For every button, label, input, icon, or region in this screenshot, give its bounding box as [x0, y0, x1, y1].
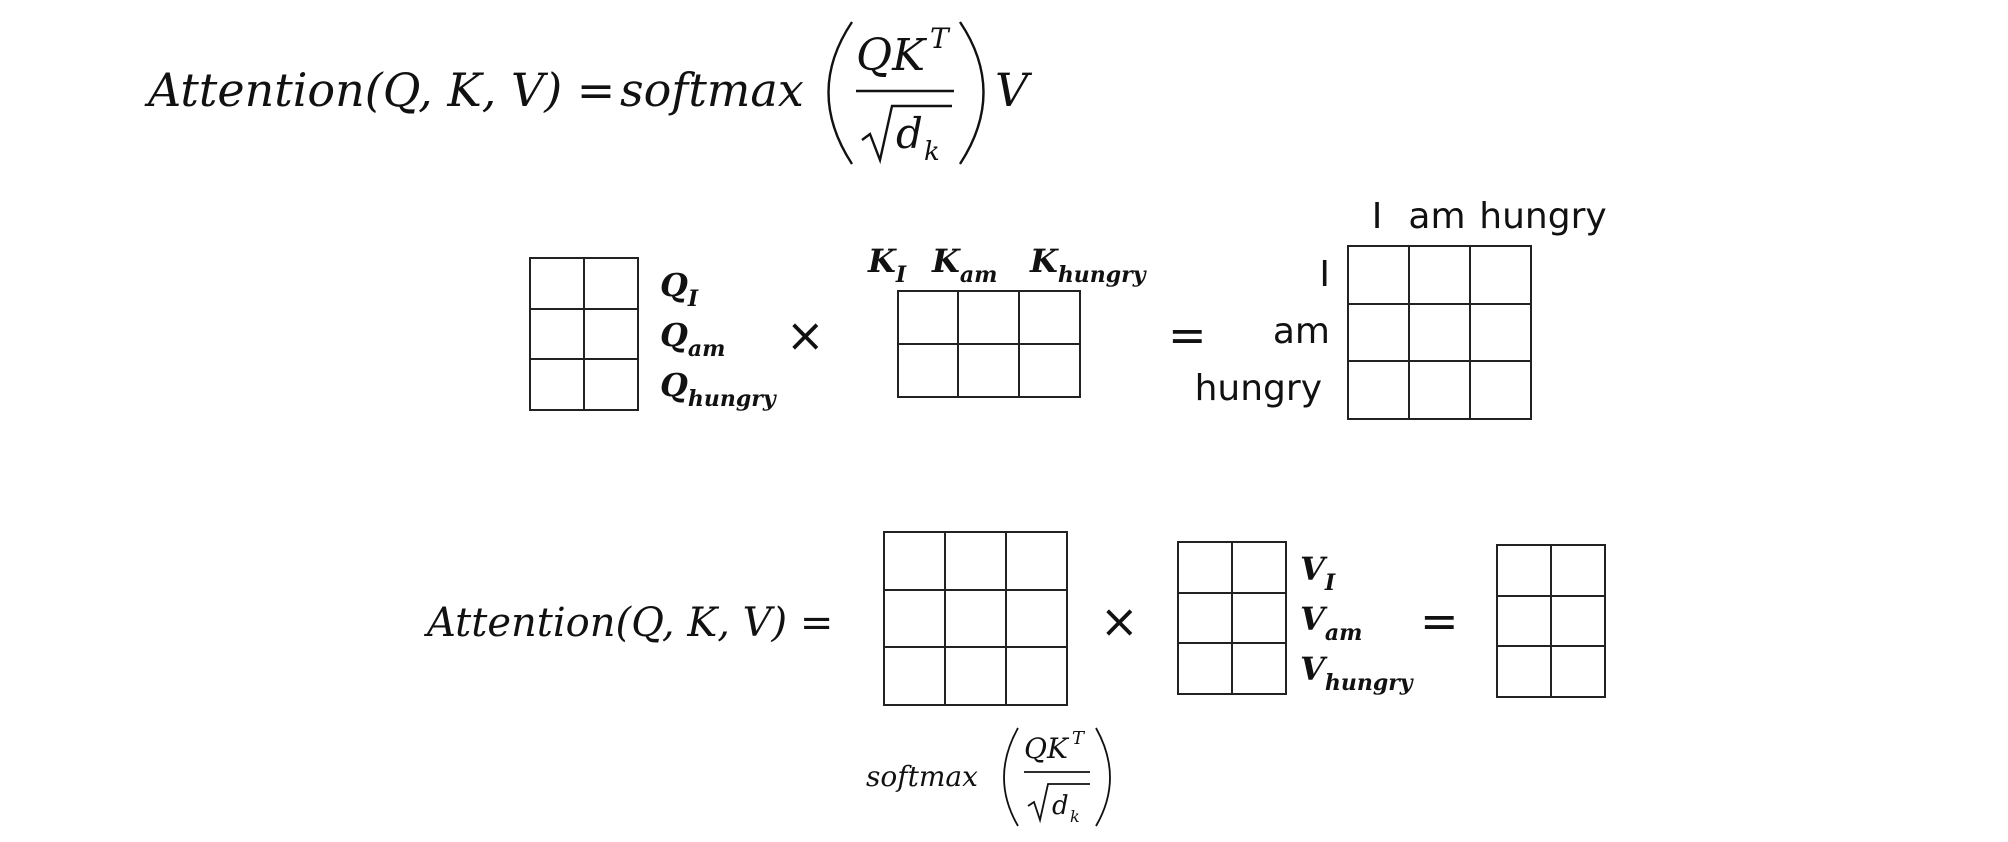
score-row-am: am — [1273, 311, 1330, 352]
kt-matrix — [897, 290, 1081, 398]
formula-right-paren — [958, 21, 985, 165]
caption-numerator: QK — [1024, 732, 1070, 765]
step2-equals: = — [1420, 594, 1459, 648]
step2-times: × — [1100, 594, 1139, 648]
q-labels: QI Qam Qhungry — [660, 266, 778, 412]
v-label-am: Vam — [1300, 600, 1362, 646]
v-matrix — [1177, 541, 1287, 695]
score-row-hungry: hungry — [1195, 368, 1322, 409]
k-label-am: Kam — [931, 242, 997, 288]
score-col-I: I — [1372, 196, 1383, 237]
softmax-caption: softmax QK T d k — [866, 727, 1111, 827]
caption-denominator: d — [1052, 791, 1069, 821]
v-labels: VI Vam Vhungry — [1300, 550, 1415, 696]
formula-left-paren — [827, 21, 854, 165]
softmax-matrix — [883, 531, 1068, 706]
score-col-labels: I am hungry — [1372, 196, 1607, 237]
score-row-I: I — [1319, 254, 1330, 295]
step1-times: × — [786, 308, 825, 362]
formula-lhs: Attention(Q, K, V) = — [144, 63, 615, 117]
step1-row: QI Qam Qhungry × KI Kam Khungry = I am h… — [529, 196, 1607, 420]
q-label-I: QI — [660, 266, 699, 312]
v-label-hungry: Vhungry — [1300, 650, 1415, 696]
formula-denominator-sub: k — [924, 137, 940, 167]
formula-softmax: softmax — [620, 63, 804, 117]
score-col-hungry: hungry — [1479, 196, 1606, 237]
q-matrix — [529, 257, 639, 411]
formula-numerator-sup: T — [930, 22, 951, 55]
score-row-labels: I am hungry — [1195, 254, 1330, 409]
caption-sqrt — [1027, 783, 1090, 824]
formula-numerator: QK — [856, 30, 927, 81]
caption-right-paren — [1095, 727, 1111, 827]
formula-denominator: d — [896, 109, 923, 158]
output-matrix — [1496, 544, 1606, 698]
caption-softmax: softmax — [866, 760, 978, 793]
score-col-am: am — [1408, 196, 1465, 237]
step2-row: Attention(Q, K, V) = × VI Vam Vhungry = — [423, 531, 1606, 827]
k-label-hungry: Khungry — [1029, 242, 1148, 288]
q-label-am: Qam — [660, 316, 725, 362]
v-label-I: VI — [1300, 550, 1336, 596]
score-matrix — [1347, 245, 1532, 420]
formula-trailing: V — [995, 63, 1033, 117]
attention-formula: Attention(Q, K, V) = softmax QK T d k V — [144, 21, 1033, 167]
caption-left-paren — [1003, 727, 1019, 827]
caption-numerator-sup: T — [1072, 728, 1086, 749]
step1-equals: = — [1168, 308, 1207, 362]
step2-lhs: Attention(Q, K, V) = — [423, 600, 833, 646]
k-label-I: KI — [867, 242, 907, 288]
formula-sqrt — [861, 104, 952, 165]
q-label-hungry: Qhungry — [660, 366, 778, 412]
k-labels: KI Kam Khungry — [867, 242, 1148, 288]
caption-denominator-sub: k — [1070, 807, 1080, 826]
